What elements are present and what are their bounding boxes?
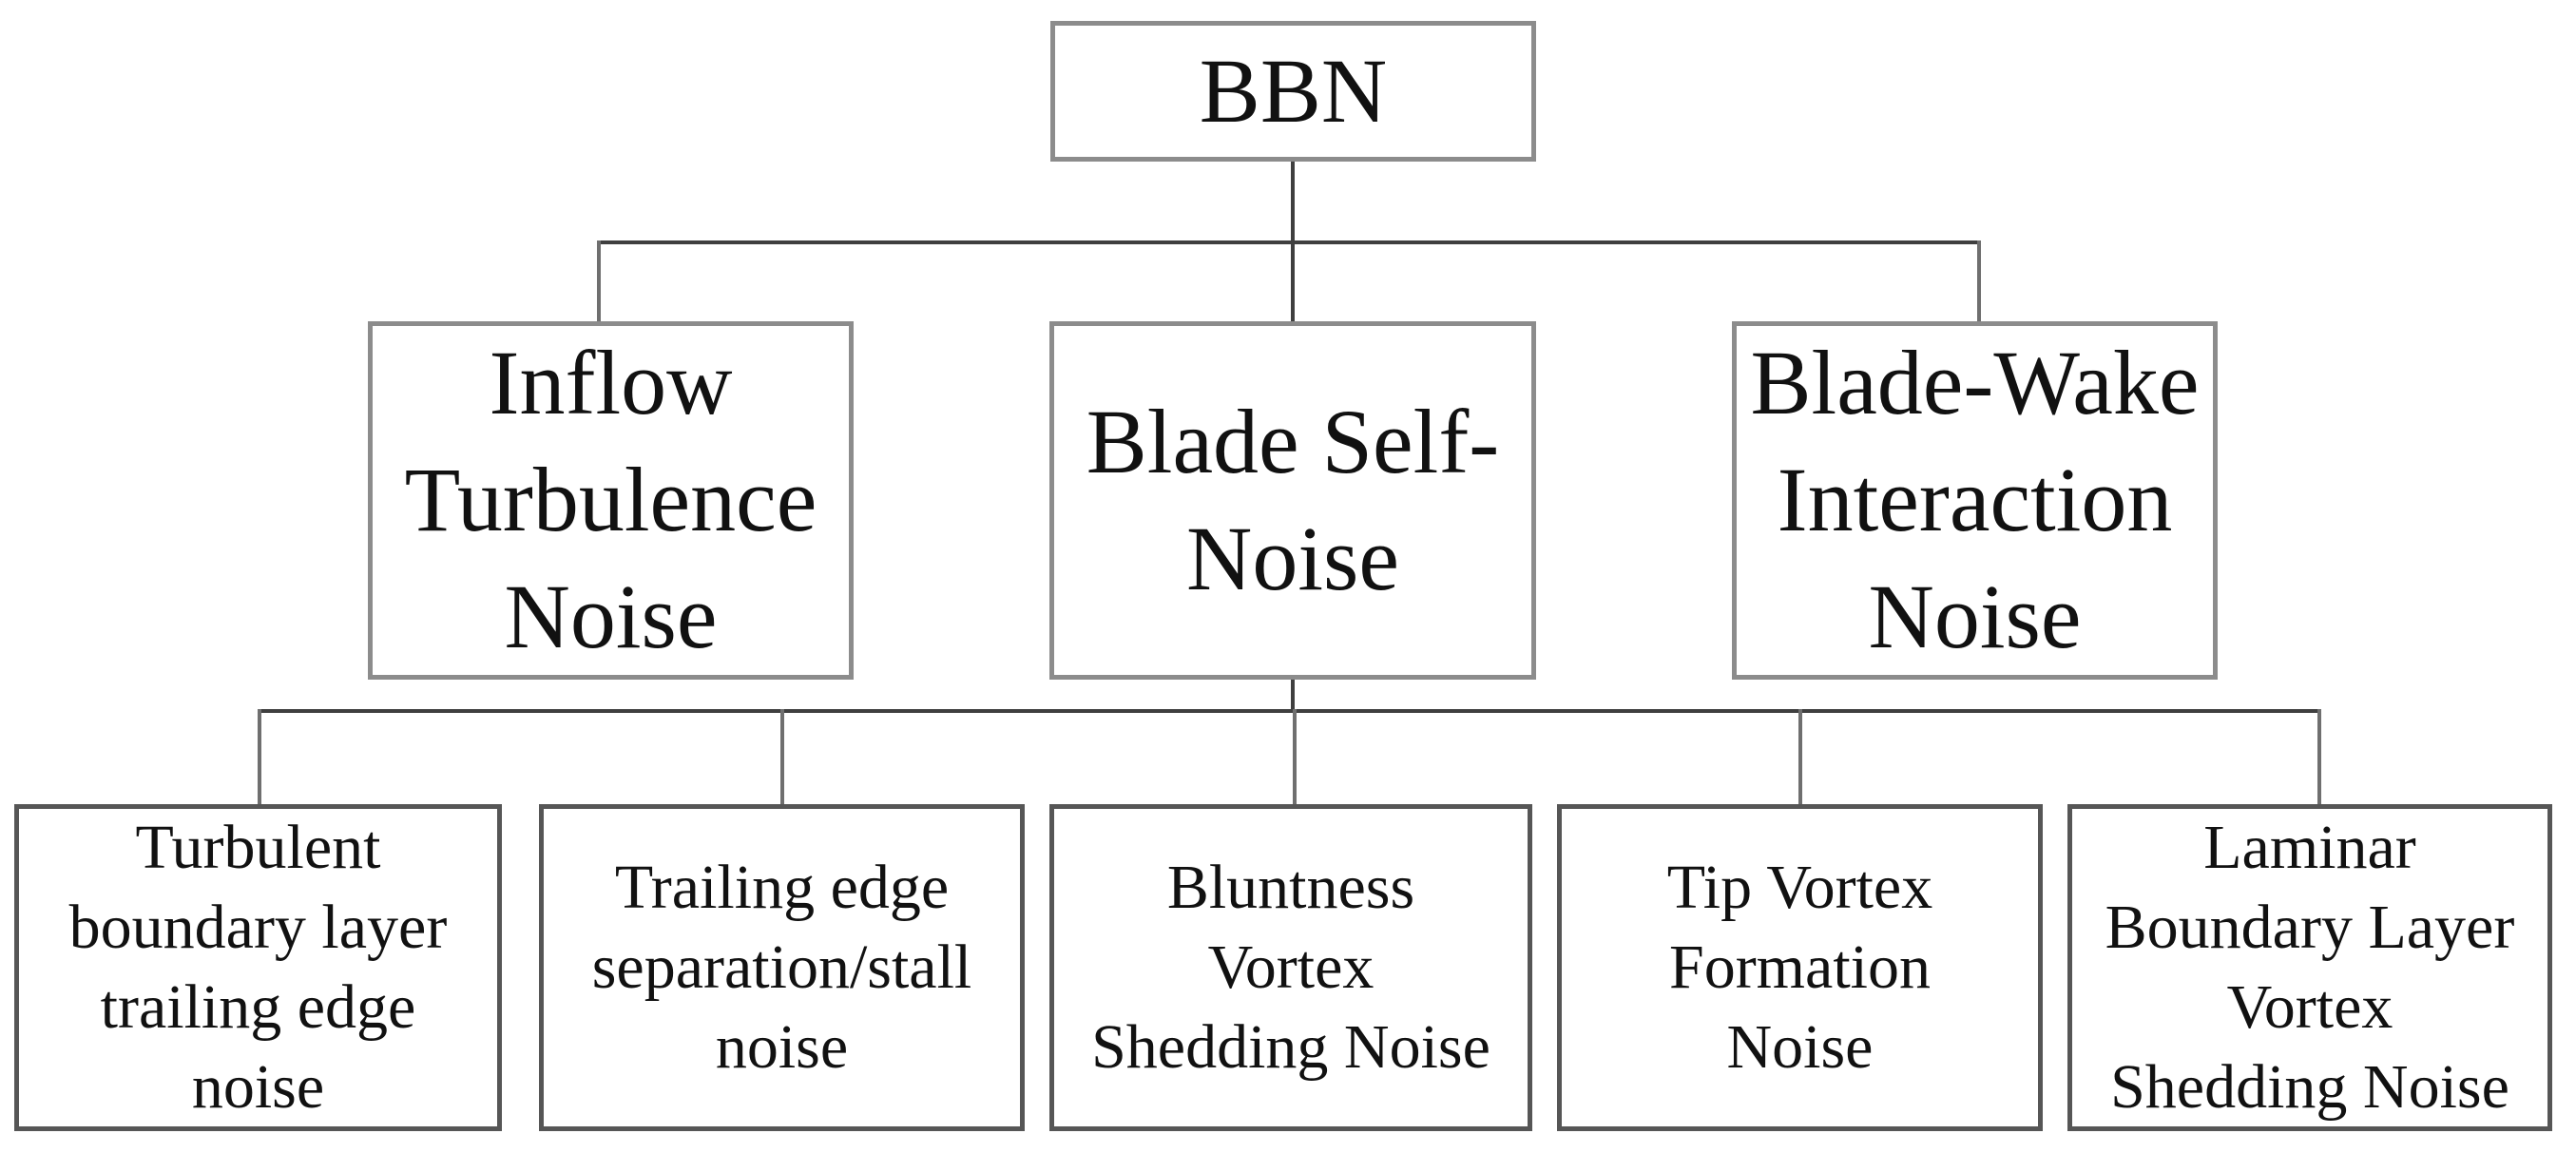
connector-level1-horizontal bbox=[597, 240, 1981, 244]
connector-drop-laminar bbox=[2317, 709, 2321, 804]
connector-root-stem bbox=[1291, 162, 1295, 244]
node-tip-vortex-formation-noise: Tip Vortex Formation Noise bbox=[1557, 804, 2043, 1131]
node-line: Bluntness bbox=[1166, 853, 1415, 923]
node-blade-self-noise: Blade Self- Noise bbox=[1049, 321, 1536, 680]
node-bbn: BBN bbox=[1050, 21, 1536, 162]
node-line: Laminar bbox=[2203, 813, 2416, 883]
node-line: Shedding Noise bbox=[1091, 1011, 1490, 1082]
node-line: Shedding Noise bbox=[2110, 1051, 2509, 1122]
node-line: Tip Vortex bbox=[1666, 853, 1933, 923]
node-line: Noise bbox=[504, 565, 718, 667]
node-turbulent-boundary-layer-trailing-edge-noise: Turbulent boundary layer trailing edge n… bbox=[14, 804, 502, 1131]
connector-drop-te-separation bbox=[780, 709, 784, 804]
node-bbn-label: BBN bbox=[1199, 39, 1388, 142]
node-laminar-boundary-layer-vortex-shedding-noise: Laminar Boundary Layer Vortex Shedding N… bbox=[2067, 804, 2552, 1131]
connector-drop-blade-self bbox=[1291, 240, 1295, 321]
node-line: Blade-Wake bbox=[1750, 332, 2200, 434]
node-line: Trailing edge bbox=[614, 853, 950, 923]
node-trailing-edge-separation-stall-noise: Trailing edge separation/stall noise bbox=[539, 804, 1025, 1131]
node-line: Noise bbox=[1868, 565, 2082, 667]
node-line: Vortex bbox=[2226, 972, 2393, 1042]
node-line: Formation bbox=[1669, 932, 1931, 1003]
node-line: noise bbox=[715, 1011, 849, 1082]
node-line: noise bbox=[191, 1051, 325, 1122]
connector-drop-tip-vortex bbox=[1798, 709, 1802, 804]
connector-drop-bluntness bbox=[1293, 709, 1297, 804]
node-line: Noise bbox=[1726, 1011, 1874, 1082]
connector-drop-inflow bbox=[597, 240, 601, 321]
node-line: Boundary Layer bbox=[2105, 893, 2515, 963]
node-line: Inflow bbox=[489, 332, 733, 434]
node-blade-wake-interaction-noise: Blade-Wake Interaction Noise bbox=[1732, 321, 2218, 680]
node-line: Vortex bbox=[1207, 932, 1375, 1003]
connector-drop-tbl-te-noise bbox=[258, 709, 261, 804]
node-line: Turbulence bbox=[404, 449, 817, 551]
connector-blade-self-stem bbox=[1291, 680, 1295, 713]
node-line: Turbulent bbox=[135, 813, 381, 883]
node-line: boundary layer bbox=[68, 893, 448, 963]
connector-drop-blade-wake bbox=[1977, 240, 1981, 321]
node-line: Noise bbox=[1186, 507, 1399, 609]
node-bluntness-vortex-shedding-noise: Bluntness Vortex Shedding Noise bbox=[1049, 804, 1532, 1131]
node-line: Interaction bbox=[1777, 449, 2173, 551]
node-line: Blade Self- bbox=[1086, 390, 1500, 492]
connector-level2-horizontal bbox=[258, 709, 2321, 713]
node-line: separation/stall bbox=[591, 932, 972, 1003]
node-inflow-turbulence-noise: Inflow Turbulence Noise bbox=[368, 321, 854, 680]
node-line: trailing edge bbox=[100, 972, 416, 1042]
